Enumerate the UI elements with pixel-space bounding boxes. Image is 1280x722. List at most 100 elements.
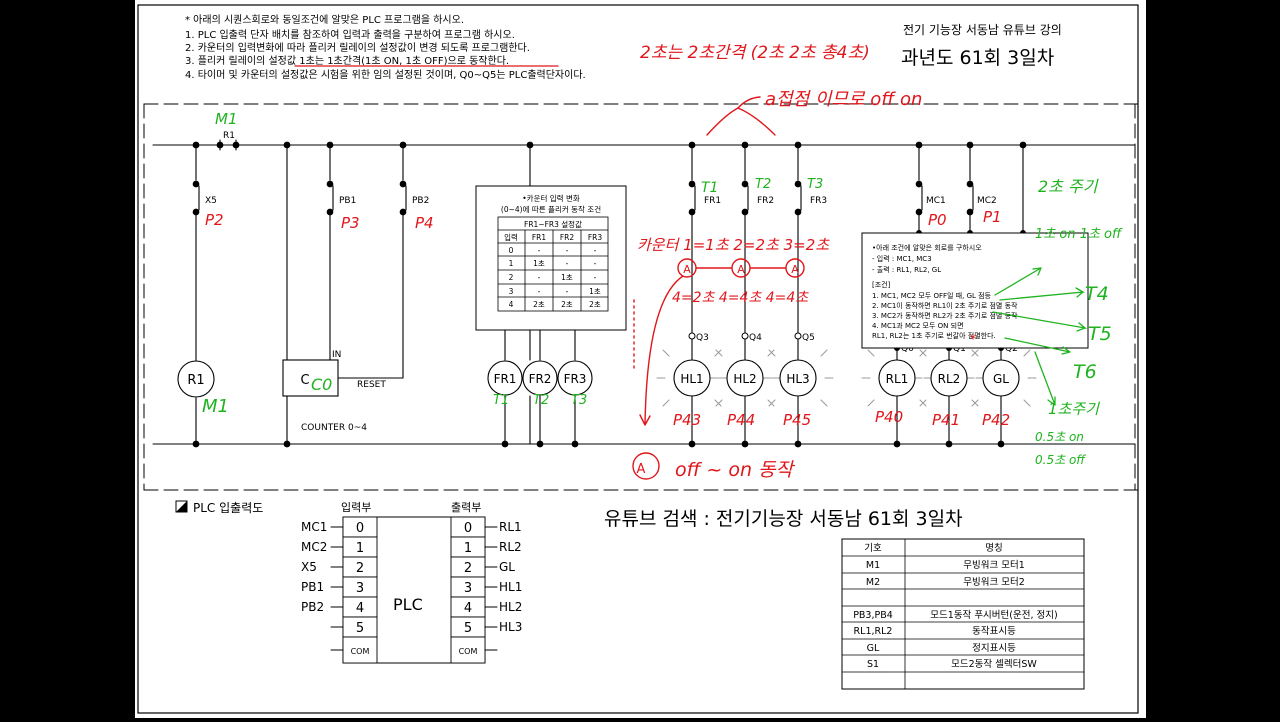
note-p42: P42: [982, 411, 1010, 429]
lamp-hl2: [726, 359, 764, 397]
flicker-cell: -: [566, 287, 569, 296]
coil-label-fr1: FR1: [494, 372, 517, 386]
lamp-gl: [982, 359, 1020, 397]
note-p0: P0: [928, 211, 947, 229]
plc-in-num: 1: [356, 541, 364, 556]
label-q0: Q0: [901, 344, 914, 354]
instruction-4: 4. 타이머 및 카운터의 설정값은 시험을 위한 임의 설정된 것이며, Q0…: [185, 68, 586, 81]
note-t1: T1: [701, 180, 718, 196]
contacts: [192, 180, 974, 216]
flicker-col-1: FR1: [532, 233, 547, 242]
sheet-border: [137, 4, 1139, 714]
flicker-title-2: (0~4)에 따른 플리커 동작 조건: [501, 204, 601, 214]
dashed-frame: [143, 103, 1139, 491]
q-terminals: [688, 332, 802, 340]
flicker-cell: -: [538, 246, 541, 255]
plc-io: PLC 입출력도 입력부 출력부 PLC MC1 MC2 X5 PB1 PB2: [175, 500, 522, 664]
plc-in-label: PB1: [301, 580, 324, 594]
plc-io-title: PLC 입출력도: [193, 501, 263, 515]
instruction-3: 3. 플리커 릴레이의 설정값 1초는 1초간격(1초 ON, 1초 OFF)으…: [185, 54, 509, 67]
note-fr-t1: T1: [493, 393, 509, 408]
legend-name: 무빙워크 모터2: [963, 577, 1025, 588]
plc-in-num: 4: [356, 601, 364, 616]
legend-symbol: PB3,PB4: [853, 610, 893, 621]
ladder-wiring: [195, 139, 1024, 445]
plc-out-label: GL: [499, 560, 515, 574]
cond-line-5: 2. MC1이 동작하면 RL1이 2초 주기로 점멸 동작: [872, 301, 1018, 310]
plc-out-label: HL2: [499, 600, 522, 614]
coil-labels: R1 C FR1 FR2 FR3 HL1 HL2 HL3 RL1 RL2 GL: [187, 372, 1009, 388]
cond-line-7: 4. MC1과 MC2 모두 ON 되면: [872, 321, 964, 330]
green-strokes: [992, 267, 1088, 406]
note-p3: P3: [341, 214, 360, 232]
note-fr-t3: T3: [571, 393, 587, 408]
plc-out-num: 4: [464, 601, 472, 616]
lamp-hl1: [673, 359, 711, 397]
flicker-cell: 0: [509, 246, 514, 255]
coil-r1: [177, 360, 215, 398]
flicker-cell: -: [566, 246, 569, 255]
cond-line-2: - 출력 : RL1, RL2, GL: [872, 265, 941, 274]
plc-out-num: 5: [464, 621, 472, 636]
coil-fr3: [557, 360, 593, 396]
label-q1: Q1: [953, 344, 966, 354]
flicker-cell: -: [594, 246, 597, 255]
drawing-sheet: * 아래의 시퀀스회로와 동일조건에 알맞은 PLC 프로그램을 하시오. 1.…: [135, 0, 1146, 718]
legend-symbol: M1: [866, 560, 880, 571]
legend-symbol: RL1,RL2: [854, 626, 893, 637]
note-a-contact: a접점 이므로 off on: [765, 89, 922, 110]
plc-output-header: 출력부: [451, 501, 481, 514]
flicker-cell: 1: [509, 259, 514, 268]
plc-out-num: 0: [464, 521, 472, 536]
flicker-cell: 2초: [589, 300, 601, 309]
note-counter: 카운터 1=1초 2=2초 3=2초: [637, 236, 830, 254]
contact-mc1: [915, 180, 923, 216]
label-pb1: PB1: [339, 196, 356, 206]
flicker-cell: 2초: [533, 300, 545, 309]
cond-line-8: RL1, RL2는 1초 주기로 번갈아 점멸한다.: [872, 331, 996, 340]
flicker-title-1: •카운터 입력 변화: [522, 194, 580, 203]
legend-symbol: S1: [867, 659, 879, 670]
plc-out-num: 3: [464, 581, 472, 596]
counter-labels: IN RESET COUNTER 0~4: [301, 350, 386, 433]
counter-caption: COUNTER 0~4: [301, 423, 367, 433]
note-on-off: 1초 on 1초 off: [1035, 227, 1123, 242]
flicker-cell: 1초: [561, 273, 573, 282]
flicker-cell: 2: [509, 273, 514, 282]
red-strokes: [632, 96, 805, 480]
note-t6: T6: [1073, 361, 1097, 383]
plc-in-com: COM: [351, 647, 370, 656]
plc-in-num: 3: [356, 581, 364, 596]
flicker-cell: 2초: [561, 300, 573, 309]
coil-label-c: C: [300, 373, 309, 388]
plc-in-label: MC2: [301, 540, 327, 554]
note-p1: P1: [983, 208, 1002, 226]
legend-name: 정지표시등: [972, 643, 1016, 654]
plc-out-label: HL3: [499, 620, 522, 634]
lamp-rays: [656, 349, 1037, 407]
flicker-cell: -: [566, 259, 569, 268]
cond-line-4: 1. MC1, MC2 모두 OFF일 때, GL 점등: [872, 291, 992, 300]
coil-label-rl2: RL2: [938, 372, 961, 386]
note-p45: P45: [783, 411, 811, 429]
contact-pb1: [326, 180, 334, 216]
note-interval: 2초는 2초간격 (2초 2초 총4초): [640, 43, 870, 63]
plc-out-label: RL2: [499, 540, 522, 554]
label-mc2: MC2: [977, 196, 997, 206]
note-a-operation: off ~ on 동작: [675, 459, 796, 481]
label-fr2: FR2: [757, 196, 774, 206]
counter-reset: RESET: [357, 380, 386, 390]
flicker-box: •카운터 입력 변화 (0~4)에 따른 플리커 동작 조건 FR1~FR3 설…: [475, 185, 627, 331]
legend-name: 모드2동작 셀렉터SW: [951, 659, 1037, 670]
legend-header: 명칭: [985, 543, 1002, 554]
legend-header: 기호: [864, 543, 882, 554]
circled-a: A: [637, 462, 646, 477]
instructions: * 아래의 시퀀스회로와 동일조건에 알맞은 PLC 프로그램을 하시오. 1.…: [185, 13, 586, 81]
circled-a: A: [737, 263, 745, 276]
coil-label-hl2: HL2: [733, 372, 756, 386]
contact-fr3: [794, 180, 802, 216]
circled-a: A: [683, 263, 691, 276]
flicker-cell: -: [594, 259, 597, 268]
counter-in: IN: [332, 350, 341, 360]
plc-input-header: 입력부: [341, 501, 371, 514]
